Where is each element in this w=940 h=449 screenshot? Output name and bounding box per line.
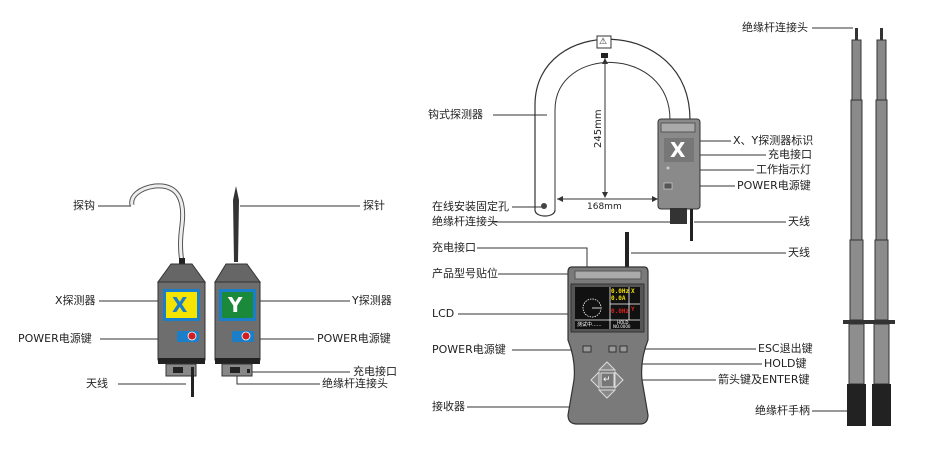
label-power-y: POWER电源键 (317, 332, 391, 345)
label-xy-mark: X、Y探测器标识 (733, 134, 814, 147)
label-hook: 探钩 (73, 199, 95, 212)
label-mount-hole: 在线安装固定孔 (432, 200, 509, 213)
label-x-detector: X探测器 (55, 294, 96, 307)
label-receiver-charge-port: 充电接口 (432, 241, 476, 254)
lcd-y-tag: Y (631, 306, 635, 313)
warning-icon: ⚠ (599, 37, 608, 47)
lcd-y-freq: 0.0Hz (611, 308, 630, 315)
dimension-height: 245mm (593, 109, 604, 148)
label-work-light: 工作指示灯 (756, 163, 811, 176)
label-needle: 探针 (363, 199, 385, 212)
insulating-poles-drawing (843, 28, 895, 426)
x-detector-drawing (129, 183, 206, 397)
dimension-width: 168mm (587, 202, 622, 212)
label-pole-top-connector: 绝缘杆连接头 (742, 21, 808, 34)
receiver-drawing (567, 232, 649, 425)
lcd-x-current: 0.0A (611, 295, 626, 302)
lcd-x-freq: 0.0Hz (611, 288, 630, 295)
y-mark: Y (228, 293, 243, 317)
x-mark: X (172, 293, 188, 317)
lcd-hold: HOLD (617, 320, 629, 325)
label-hook-detector: 钩式探测器 (428, 108, 483, 121)
label-pole-handle: 绝缘杆手柄 (755, 404, 810, 417)
enter-key[interactable]: ↵ (603, 375, 611, 385)
label-power-x: POWER电源键 (18, 332, 92, 345)
label-receiver-antenna: 天线 (788, 246, 810, 259)
label-hook-power: POWER电源键 (737, 179, 811, 192)
label-model-sticker: 产品型号贴位 (432, 267, 498, 280)
lcd-status: 测试中...... (577, 322, 602, 328)
label-arrows-enter: 箭头键及ENTER键 (718, 373, 810, 386)
label-antenna-left: 天线 (86, 377, 108, 390)
label-receiver: 接收器 (432, 400, 465, 413)
label-y-detector: Y探测器 (352, 294, 392, 307)
y-detector-drawing (214, 186, 261, 377)
hook-detector-drawing (534, 35, 701, 241)
label-hook-antenna: 天线 (788, 215, 810, 228)
label-esc: ESC退出键 (758, 342, 813, 355)
lcd-x-tag: X (631, 288, 635, 295)
lcd-record-no: NO.0000 (613, 324, 631, 329)
label-receiver-power: POWER电源键 (432, 343, 506, 356)
label-pole-connector-left: 绝缘杆连接头 (322, 377, 388, 390)
label-hook-charge-port: 充电接口 (768, 148, 812, 161)
label-pole-connector-mid: 绝缘杆连接头 (432, 215, 498, 228)
hook-x-mark: X (670, 138, 686, 162)
label-lcd: LCD (432, 307, 455, 320)
label-charge-port-left: 充电接口 (353, 365, 397, 378)
label-hold: HOLD键 (764, 357, 807, 370)
